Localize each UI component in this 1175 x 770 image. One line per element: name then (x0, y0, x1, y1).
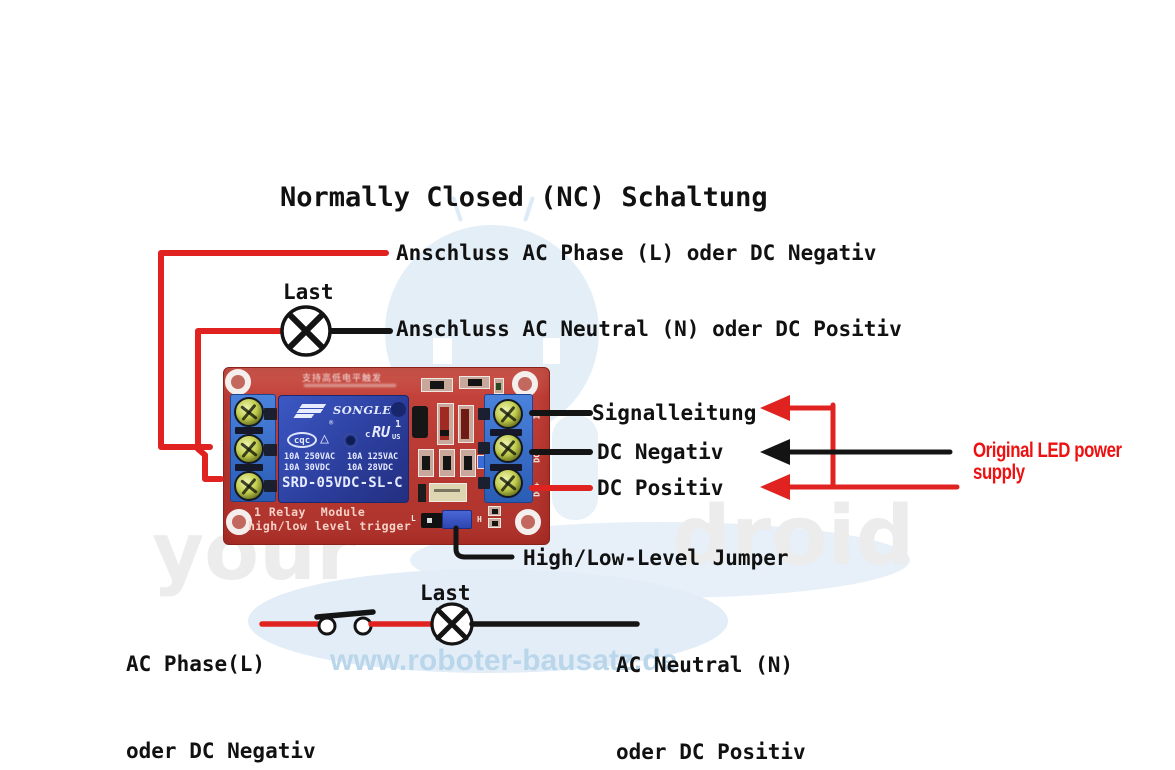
watermark-droid-arm (552, 415, 598, 520)
label-ac-neutral-bottom-line2: oder DC Positiv (616, 740, 806, 764)
terminal-screw-in (493, 399, 523, 429)
watermark-word-droid: droid (672, 489, 915, 584)
label-dc-positiv: DC Positiv (597, 476, 724, 500)
smd-resistor-5 (460, 449, 476, 477)
jumper-label-l: L (411, 514, 416, 523)
mount-hole-bottom-right (515, 509, 541, 535)
label-signalleitung: Signalleitung (592, 401, 757, 425)
switch-lever (314, 609, 376, 620)
terminal-screw-com (234, 434, 264, 464)
silkscreen-line1: 1 Relay Module (254, 505, 366, 519)
jumper-label-h: H (477, 515, 482, 524)
label-led-supply-line1: Original LED power (973, 439, 1122, 462)
vde-triangle-logo: △ (320, 429, 330, 447)
relay-brand: SONGLE (333, 403, 392, 417)
ul-logo: RU (372, 423, 391, 441)
terminal-clamp (478, 408, 490, 420)
terminal-clamp (478, 442, 490, 454)
terminal-clamp (478, 477, 490, 489)
smd-capacitor (418, 484, 426, 502)
relay-songle: SONGLE ® cqc △ c RU 1 US 10A 250VAC 10A … (278, 395, 409, 503)
lamp-cross-top (287, 312, 325, 350)
label-ac-phase-bottom: AC Phase(L) oder DC Negativ (126, 592, 316, 770)
label-ac-phase-bottom-line1: AC Phase(L) (126, 652, 266, 676)
pcb-top-silkscreen: 支持高低电平触发 (302, 374, 383, 384)
label-dc-negativ: DC Negativ (597, 440, 724, 464)
label-ac-phase-bottom-line2: oder DC Negativ (126, 739, 316, 763)
relay-pivot-mark (391, 402, 406, 417)
relay-rating: 10A 125VAC (347, 452, 399, 462)
terminal-screw-dc-minus (493, 433, 523, 463)
terminal-clamp (264, 408, 277, 420)
switch-contact-left (317, 616, 337, 636)
wire-ac-phase-to-com (158, 250, 389, 450)
diode-1 (437, 403, 454, 445)
terminal-separator (235, 464, 263, 471)
arrowhead-negative (760, 439, 790, 465)
mount-hole-bottom-left (226, 509, 252, 535)
ul-us: US (392, 433, 401, 441)
label-ac-neutral-bottom-line1: AC Neutral (N) (616, 653, 794, 677)
watermark-droid-eye-right (543, 338, 560, 364)
terminal-clamp (264, 444, 277, 456)
arrowhead-positive (760, 474, 790, 500)
relay-dimple (343, 433, 358, 448)
relay-rating: 10A 28VDC (347, 463, 394, 473)
smd-resistor-2 (459, 376, 490, 389)
relay-model: SRD-05VDC-SL-C (282, 475, 403, 491)
smd-resistor-6 (488, 506, 501, 516)
watermark-url: www.roboter-bausatz.de (330, 644, 678, 677)
terminal-screw-no (234, 471, 264, 501)
optocoupler (429, 483, 467, 502)
diode-2 (458, 405, 474, 443)
terminal-screw-dc-plus (493, 468, 523, 498)
wire-lamp-to-no (195, 328, 285, 482)
label-last-top: Last (283, 280, 334, 304)
smd-resistor-3 (418, 449, 434, 477)
watermark-droid-eye-left (433, 338, 452, 364)
ul-one: 1 (395, 419, 402, 430)
label-ac-phase-top: Anschluss AC Phase (L) oder DC Negativ (396, 241, 877, 265)
pcb-top-silkscreen-small (304, 384, 396, 387)
power-led (494, 378, 504, 394)
jumper-header (421, 513, 443, 528)
label-ac-neutral-top: Anschluss AC Neutral (N) oder DC Positiv (396, 317, 902, 341)
label-led-supply: Original LED power supply (973, 440, 1122, 484)
label-ac-neutral-bottom: AC Neutral (N) oder DC Positiv (616, 593, 806, 770)
switch-contact-right (353, 616, 373, 636)
diagram-title: Normally Closed (NC) Schaltung (280, 182, 768, 213)
cqc-logo: cqc (287, 432, 317, 448)
registered-mark: ® (329, 419, 334, 427)
jumper-pointer-wire (453, 525, 515, 560)
label-last-bottom: Last (420, 581, 471, 605)
lamp-cross-bottom (435, 607, 469, 641)
relay-rating: 10A 250VAC (284, 452, 336, 462)
transistor (412, 406, 428, 438)
mount-hole-top-left (225, 369, 251, 395)
terminal-clamp (264, 480, 277, 492)
relay-module-board: 支持高低电平触发 SONGLE ® cqc △ c RU 1 (223, 367, 550, 545)
silkscreen-line2: high/low level trigger (248, 519, 412, 533)
label-led-supply-line2: supply (973, 461, 1025, 484)
arrowhead-signal (760, 395, 790, 421)
label-jumper: High/Low-Level Jumper (523, 546, 789, 570)
smd-resistor-4 (439, 449, 455, 477)
relay-rating: 10A 30VDC (284, 463, 331, 473)
terminal-separator (235, 427, 263, 434)
ul-c: c (365, 430, 371, 440)
smd-resistor-7 (488, 518, 501, 528)
terminal-screw-nc (234, 397, 264, 427)
smd-resistor-1 (421, 378, 453, 392)
